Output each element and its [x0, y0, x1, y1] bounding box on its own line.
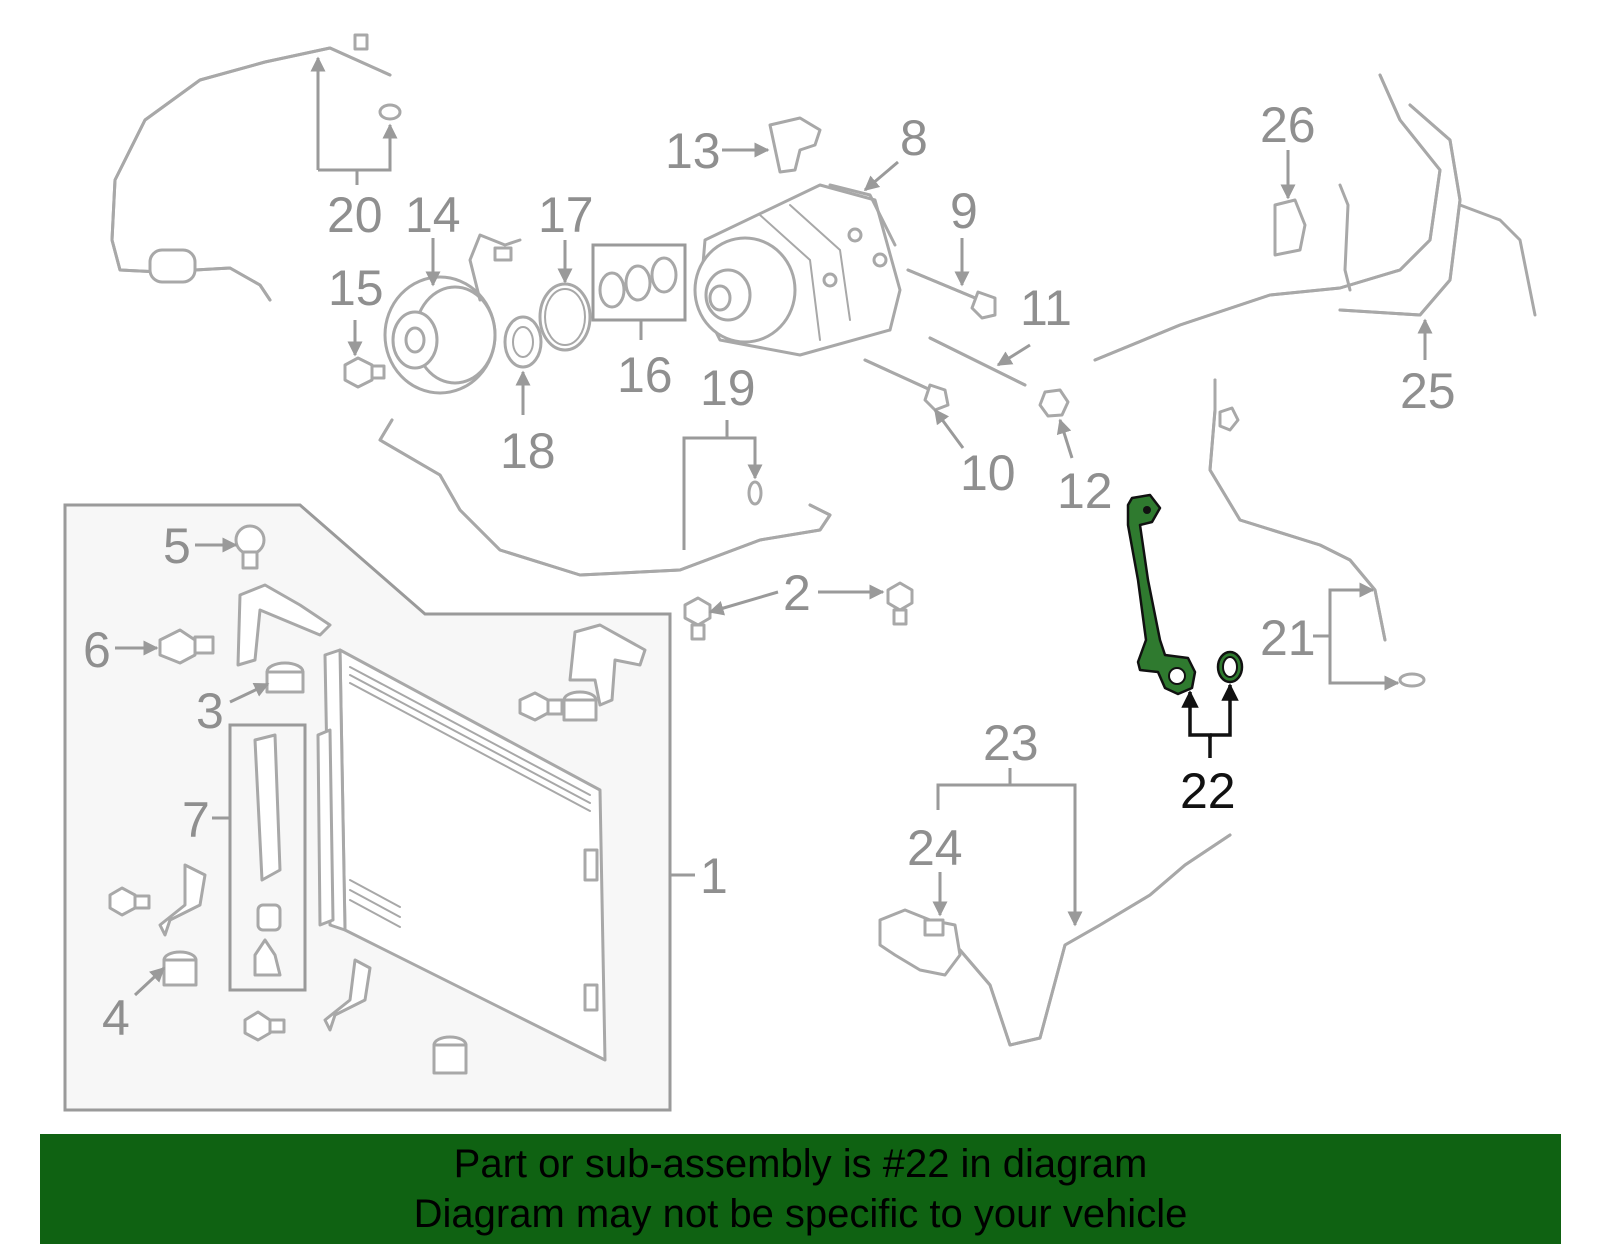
callout-13: 13 [665, 123, 721, 179]
callout-26: 26 [1260, 97, 1316, 153]
discharge-hose-20 [110, 33, 402, 302]
banner-line-1: Part or sub-assembly is #22 in diagram [453, 1142, 1148, 1186]
info-banner: Part or sub-assembly is #22 in diagram D… [40, 1134, 1561, 1244]
callout-21: 21 [1260, 610, 1316, 666]
callout-19: 19 [700, 360, 756, 416]
dryer-box [228, 723, 307, 992]
clutch-parts [343, 233, 592, 395]
callout-numbers: 1 2 3 4 5 6 7 8 9 10 11 12 13 14 15 16 1… [83, 97, 1456, 1046]
callout-1: 1 [700, 848, 728, 904]
callout-10: 10 [960, 445, 1016, 501]
pipe-23 [878, 833, 1232, 1047]
callout-2: 2 [783, 565, 811, 621]
callout-8: 8 [900, 110, 928, 166]
callout-12: 12 [1057, 463, 1113, 519]
bolts-2 [683, 581, 914, 641]
upper-bracket [236, 583, 647, 707]
leader-lines [115, 56, 1433, 997]
highlighted-part-22[interactable] [1126, 493, 1244, 696]
bracket-13 [768, 116, 822, 174]
callout-5: 5 [163, 518, 191, 574]
callout-6: 6 [83, 622, 111, 678]
callout-18: 18 [500, 423, 556, 479]
callout-22: 22 [1180, 763, 1236, 819]
box-small-parts [108, 524, 598, 1075]
callout-16: 16 [617, 347, 673, 403]
pipe-25 [1093, 73, 1537, 362]
callout-14: 14 [405, 187, 461, 243]
callout-23: 23 [983, 715, 1039, 771]
condenser-core [316, 648, 607, 1062]
callout-11: 11 [1020, 280, 1072, 336]
callout-24: 24 [907, 820, 963, 876]
callout-3: 3 [196, 683, 224, 739]
o-ring-kit-16 [591, 243, 687, 322]
callout-7: 7 [182, 792, 210, 848]
pipe-21 [1208, 378, 1426, 688]
callout-4: 4 [102, 990, 130, 1046]
callout-17: 17 [538, 187, 594, 243]
callout-9: 9 [950, 183, 978, 239]
suction-hose-19 [378, 418, 832, 577]
callout-20: 20 [327, 187, 383, 243]
compressor-8 [693, 183, 902, 357]
callout-15: 15 [328, 260, 384, 316]
mount-bolts [863, 268, 1070, 418]
banner-line-2: Diagram may not be specific to your vehi… [413, 1192, 1188, 1236]
callout-25: 25 [1400, 363, 1456, 419]
